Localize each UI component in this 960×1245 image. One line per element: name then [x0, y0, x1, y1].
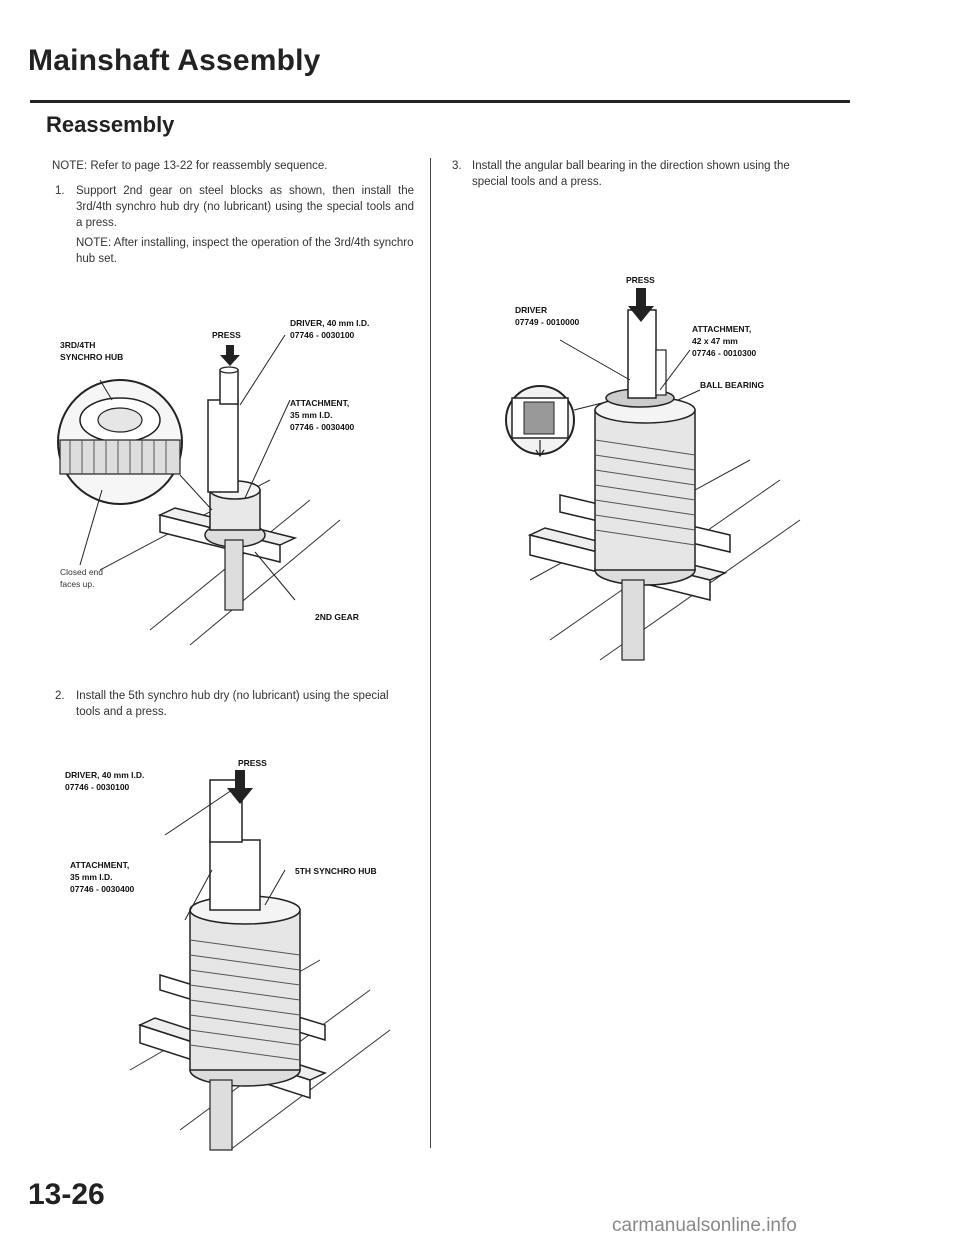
- fig2-hub-label: 5TH SYNCHRO HUB: [295, 866, 377, 876]
- fig3-driver-name: DRIVER: [515, 305, 548, 315]
- column-divider: [430, 158, 431, 1148]
- title-rule: [30, 100, 850, 103]
- fig1-attachment-line3: 07746 - 0030400: [290, 422, 355, 432]
- step-2-text: Install the 5th synchro hub dry (no lubr…: [76, 690, 389, 718]
- reassembly-note: NOTE: Refer to page 13-22 for reassembly…: [52, 160, 328, 172]
- step-3-number: 3.: [452, 160, 462, 172]
- fig1-attachment-line1: ATTACHMENT,: [290, 398, 350, 408]
- fig2-attachment-line2: 35 mm I.D.: [70, 872, 113, 882]
- fig3-press-label: PRESS: [626, 275, 655, 285]
- figure-3-illustration: [505, 288, 801, 661]
- fig1-closed-end-line1: Closed end: [60, 567, 104, 577]
- step-1-text: Support 2nd gear on steel blocks as show…: [76, 185, 414, 229]
- fig1-hub-label-line1: 3RD/4TH: [60, 340, 96, 350]
- step-2-number: 2.: [55, 690, 65, 702]
- figure-2-illustration: [129, 770, 391, 1151]
- fig1-hub-label-line2: SYNCHRO HUB: [60, 352, 124, 362]
- step-1-note: NOTE: After installing, inspect the oper…: [76, 237, 414, 265]
- fig1-attachment-line2: 35 mm I.D.: [290, 410, 333, 420]
- fig3-driver-part: 07749 - 0010000: [515, 317, 580, 327]
- fig1-closed-end-line2: faces up.: [60, 579, 95, 589]
- fig2-driver-name: DRIVER, 40 mm I.D.: [65, 770, 145, 780]
- step-1-number: 1.: [55, 185, 65, 197]
- fig3-attachment-line3: 07746 - 0010300: [692, 348, 757, 358]
- fig1-driver-part: 07746 - 0030100: [290, 330, 355, 340]
- fig1-gear-label: 2ND GEAR: [315, 612, 359, 622]
- fig3-attachment-line2: 42 x 47 mm: [692, 336, 738, 346]
- watermark: carmanualsonline.info: [612, 1215, 797, 1236]
- page-number: 13-26: [28, 1178, 105, 1211]
- step-3-text: Install the angular ball bearing in the …: [472, 160, 790, 188]
- fig2-press-label: PRESS: [238, 758, 267, 768]
- section-subtitle: Reassembly: [46, 112, 175, 137]
- fig2-attachment-line1: ATTACHMENT,: [70, 860, 130, 870]
- fig3-attachment-line1: ATTACHMENT,: [692, 324, 752, 334]
- fig1-driver-name: DRIVER, 40 mm I.D.: [290, 318, 370, 328]
- fig1-press-label: PRESS: [212, 330, 241, 340]
- fig2-attachment-line3: 07746 - 0030400: [70, 884, 135, 894]
- fig2-driver-part: 07746 - 0030100: [65, 782, 130, 792]
- fig3-bearing-label: BALL BEARING: [700, 380, 765, 390]
- figure-1-illustration: [57, 334, 341, 646]
- page-title: Mainshaft Assembly: [28, 44, 321, 77]
